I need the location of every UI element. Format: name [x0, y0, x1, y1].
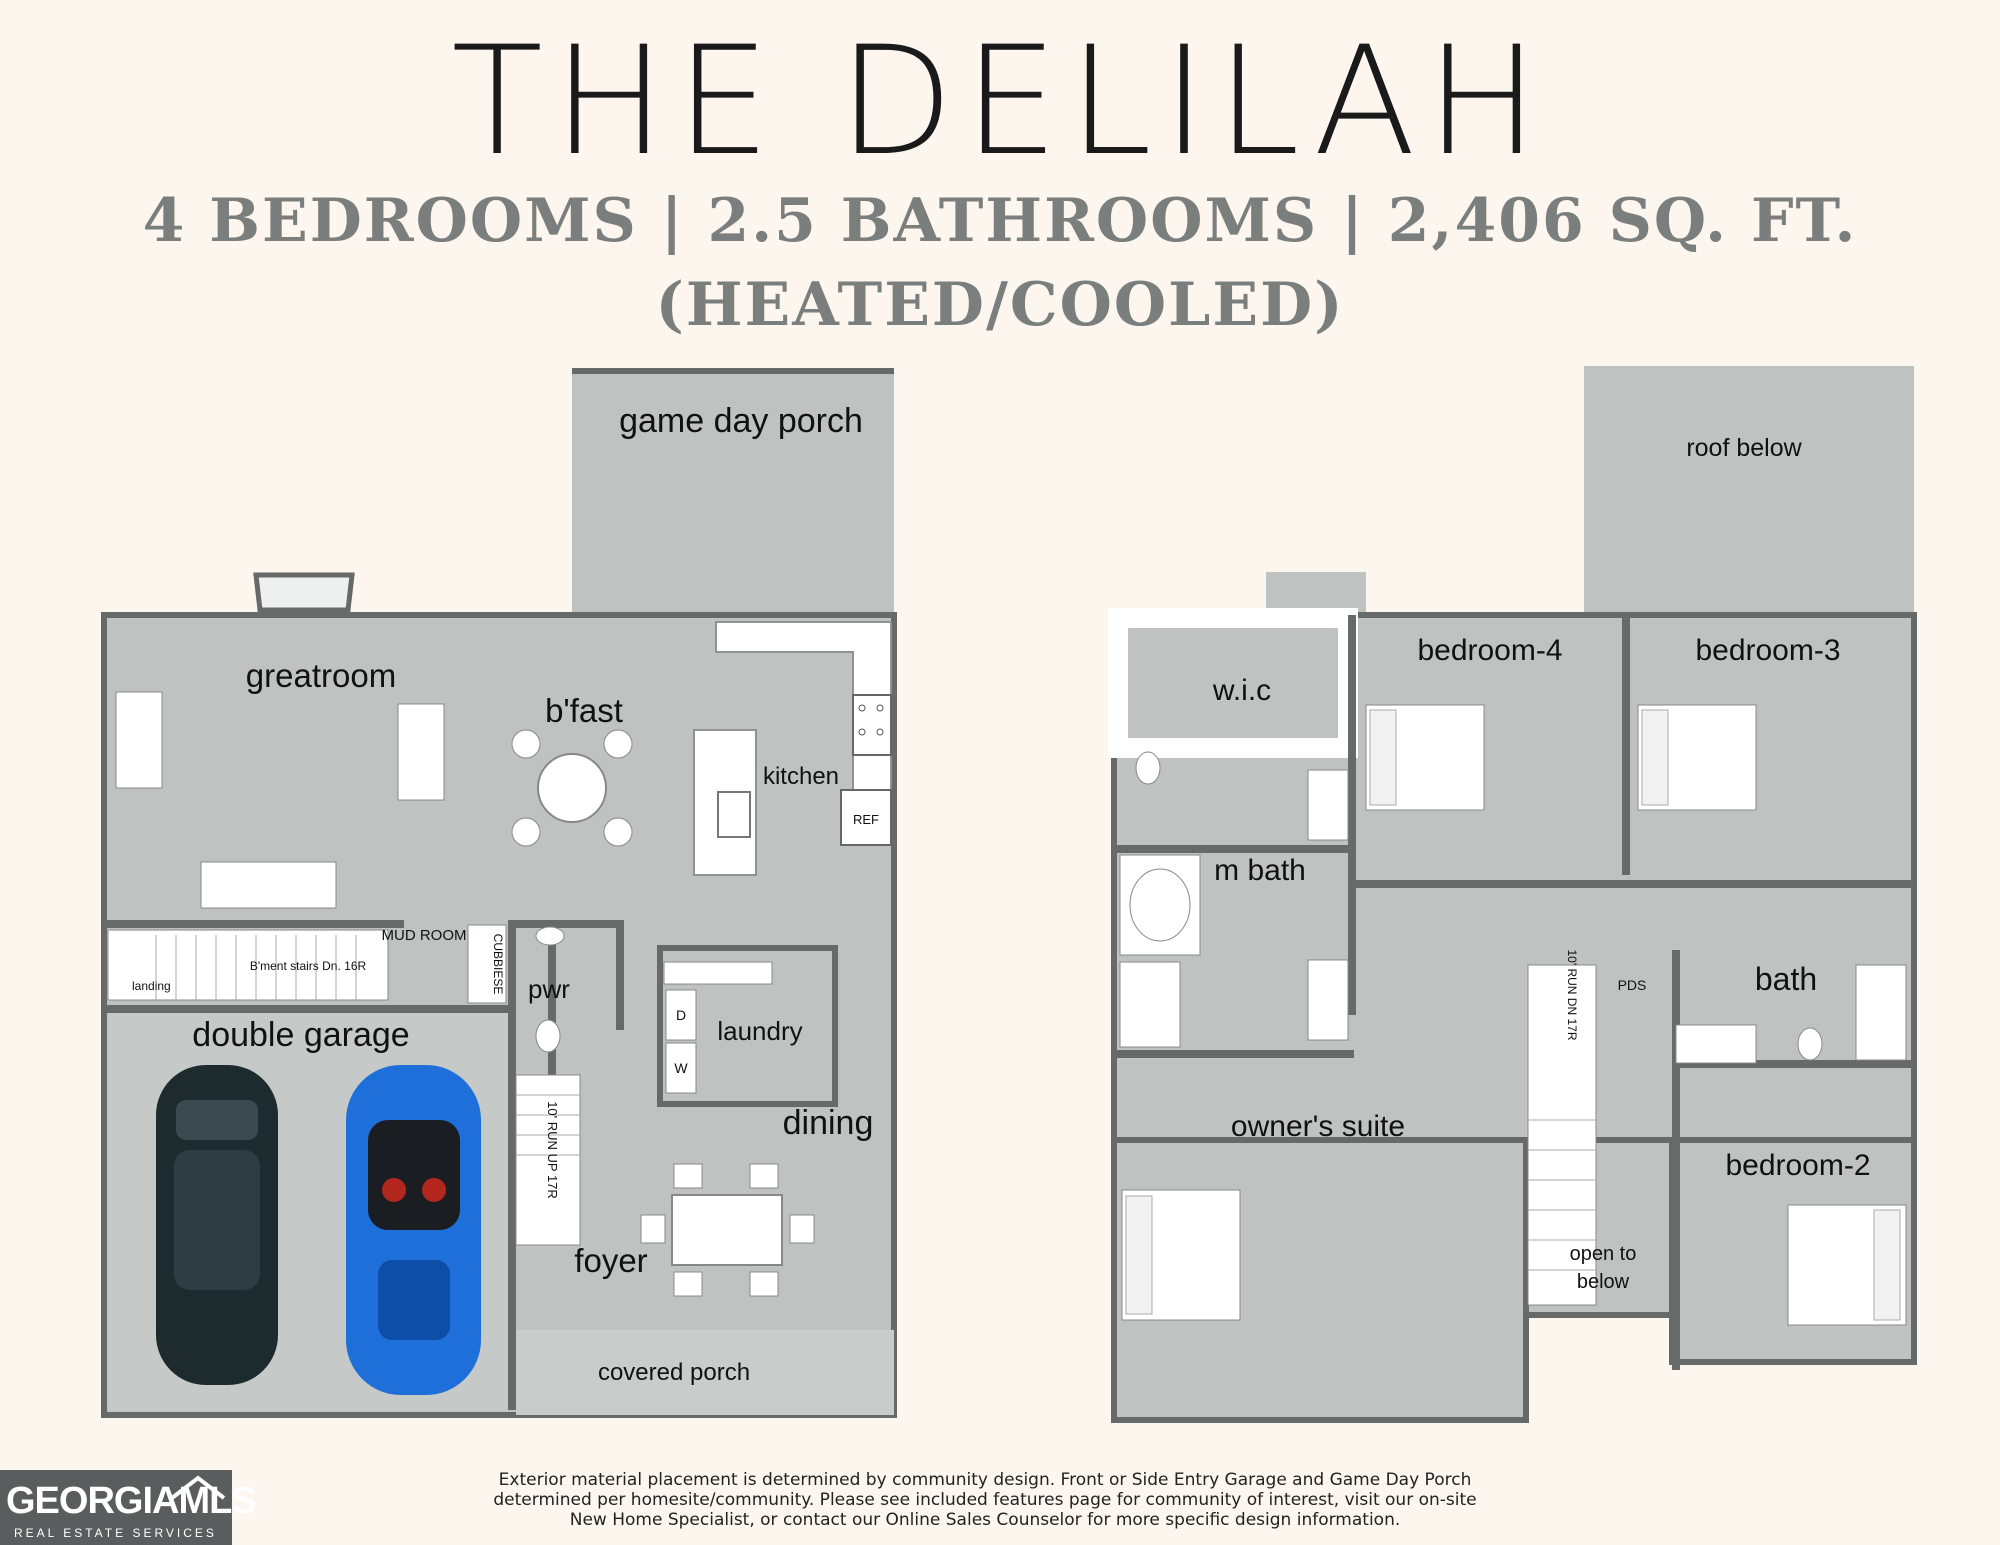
stairs-up-label: 10' RUN UP 17R [545, 1101, 560, 1199]
master-shower [1119, 961, 1181, 1048]
greatroom-label: greatroom [246, 657, 396, 694]
owners-suite-label: owner's suite [1231, 1110, 1405, 1143]
ref-label: REF [853, 812, 879, 827]
open-to-below-label: open to below [1569, 1243, 1637, 1293]
basement-stairs-label: B'ment stairs Dn. 16R [250, 959, 367, 973]
disclaimer-line-1: Exterior material placement is determine… [498, 1470, 1472, 1490]
first-floor-plan: REF [101, 368, 897, 1418]
covered-porch-area [516, 1330, 894, 1415]
dining-label: dining [783, 1104, 874, 1142]
sofa-bottom [200, 861, 337, 909]
double-garage-label: double garage [192, 1016, 409, 1054]
upper-stairs [1527, 964, 1597, 1306]
mud-room-label: MUD ROOM [382, 927, 467, 944]
disclaimer-line-2: determined per homesite/community. Pleas… [493, 1490, 1477, 1510]
disclaimer: Exterior material placement is determine… [470, 1470, 1500, 1530]
game-day-porch-label: game day porch [619, 402, 863, 440]
roof-below-area [1584, 366, 1914, 616]
logo-tagline: REAL ESTATE SERVICES [14, 1526, 217, 1540]
blue-car [346, 1065, 481, 1395]
plan-summary-note: (HEATED/COOLED) [655, 270, 1345, 340]
fireplace [253, 572, 355, 613]
m-bath-label: m bath [1214, 854, 1306, 887]
bedroom3-label: bedroom-3 [1695, 634, 1840, 667]
logo-brand: GEORGIAMLS [6, 1480, 257, 1522]
second-floor-plan: roof below w.i.c bedroom-4 bedroom-3 m b… [1108, 366, 1917, 1423]
master-tub [1119, 854, 1201, 956]
game-day-porch-area [572, 368, 894, 618]
plan-summary: 4 BEDROOMS | 2.5 BATHROOMS | 2,406 SQ. F… [142, 186, 1858, 256]
hall-tub [1855, 964, 1907, 1061]
landing-label: landing [132, 979, 171, 993]
washer-label: W [674, 1060, 688, 1076]
page-title: THE DELILAH [451, 15, 1549, 189]
cubby-area [467, 924, 507, 1004]
basement-stairs [107, 929, 389, 1001]
laundry-label: laundry [717, 1016, 802, 1046]
sofa-right [397, 703, 445, 801]
covered-porch-label: covered porch [598, 1359, 750, 1386]
refrigerator [840, 789, 892, 846]
main-stairs [515, 1074, 581, 1246]
kitchen-island [693, 729, 757, 876]
bath-label: bath [1755, 961, 1817, 997]
foyer-label: foyer [574, 1242, 647, 1279]
disclaimer-line-3: New Home Specialist, or contact our Onli… [569, 1510, 1401, 1530]
kitchen-label: kitchen [763, 763, 839, 790]
house-roof-icon [170, 1475, 226, 1500]
cubbiese-label: CUBBIESE [491, 934, 505, 995]
bedroom2-label: bedroom-2 [1725, 1149, 1870, 1182]
stairs-dn-label: 10' RUN DN 17R [1565, 950, 1579, 1041]
dark-car [156, 1065, 278, 1385]
mls-logo: GEORGIAMLS REAL ESTATE SERVICES [0, 1470, 257, 1545]
bfast-label: b'fast [545, 692, 623, 729]
pds-label: PDS [1618, 977, 1647, 993]
dining-table [671, 1194, 783, 1266]
roof-below-label: roof below [1686, 434, 1802, 462]
wic-label: w.i.c [1212, 674, 1271, 707]
bedroom4-label: bedroom-4 [1417, 634, 1562, 667]
sofa-left [115, 691, 163, 789]
breakfast-table [537, 753, 607, 823]
pwr-label: pwr [528, 974, 570, 1004]
dryer-label: D [676, 1007, 686, 1023]
